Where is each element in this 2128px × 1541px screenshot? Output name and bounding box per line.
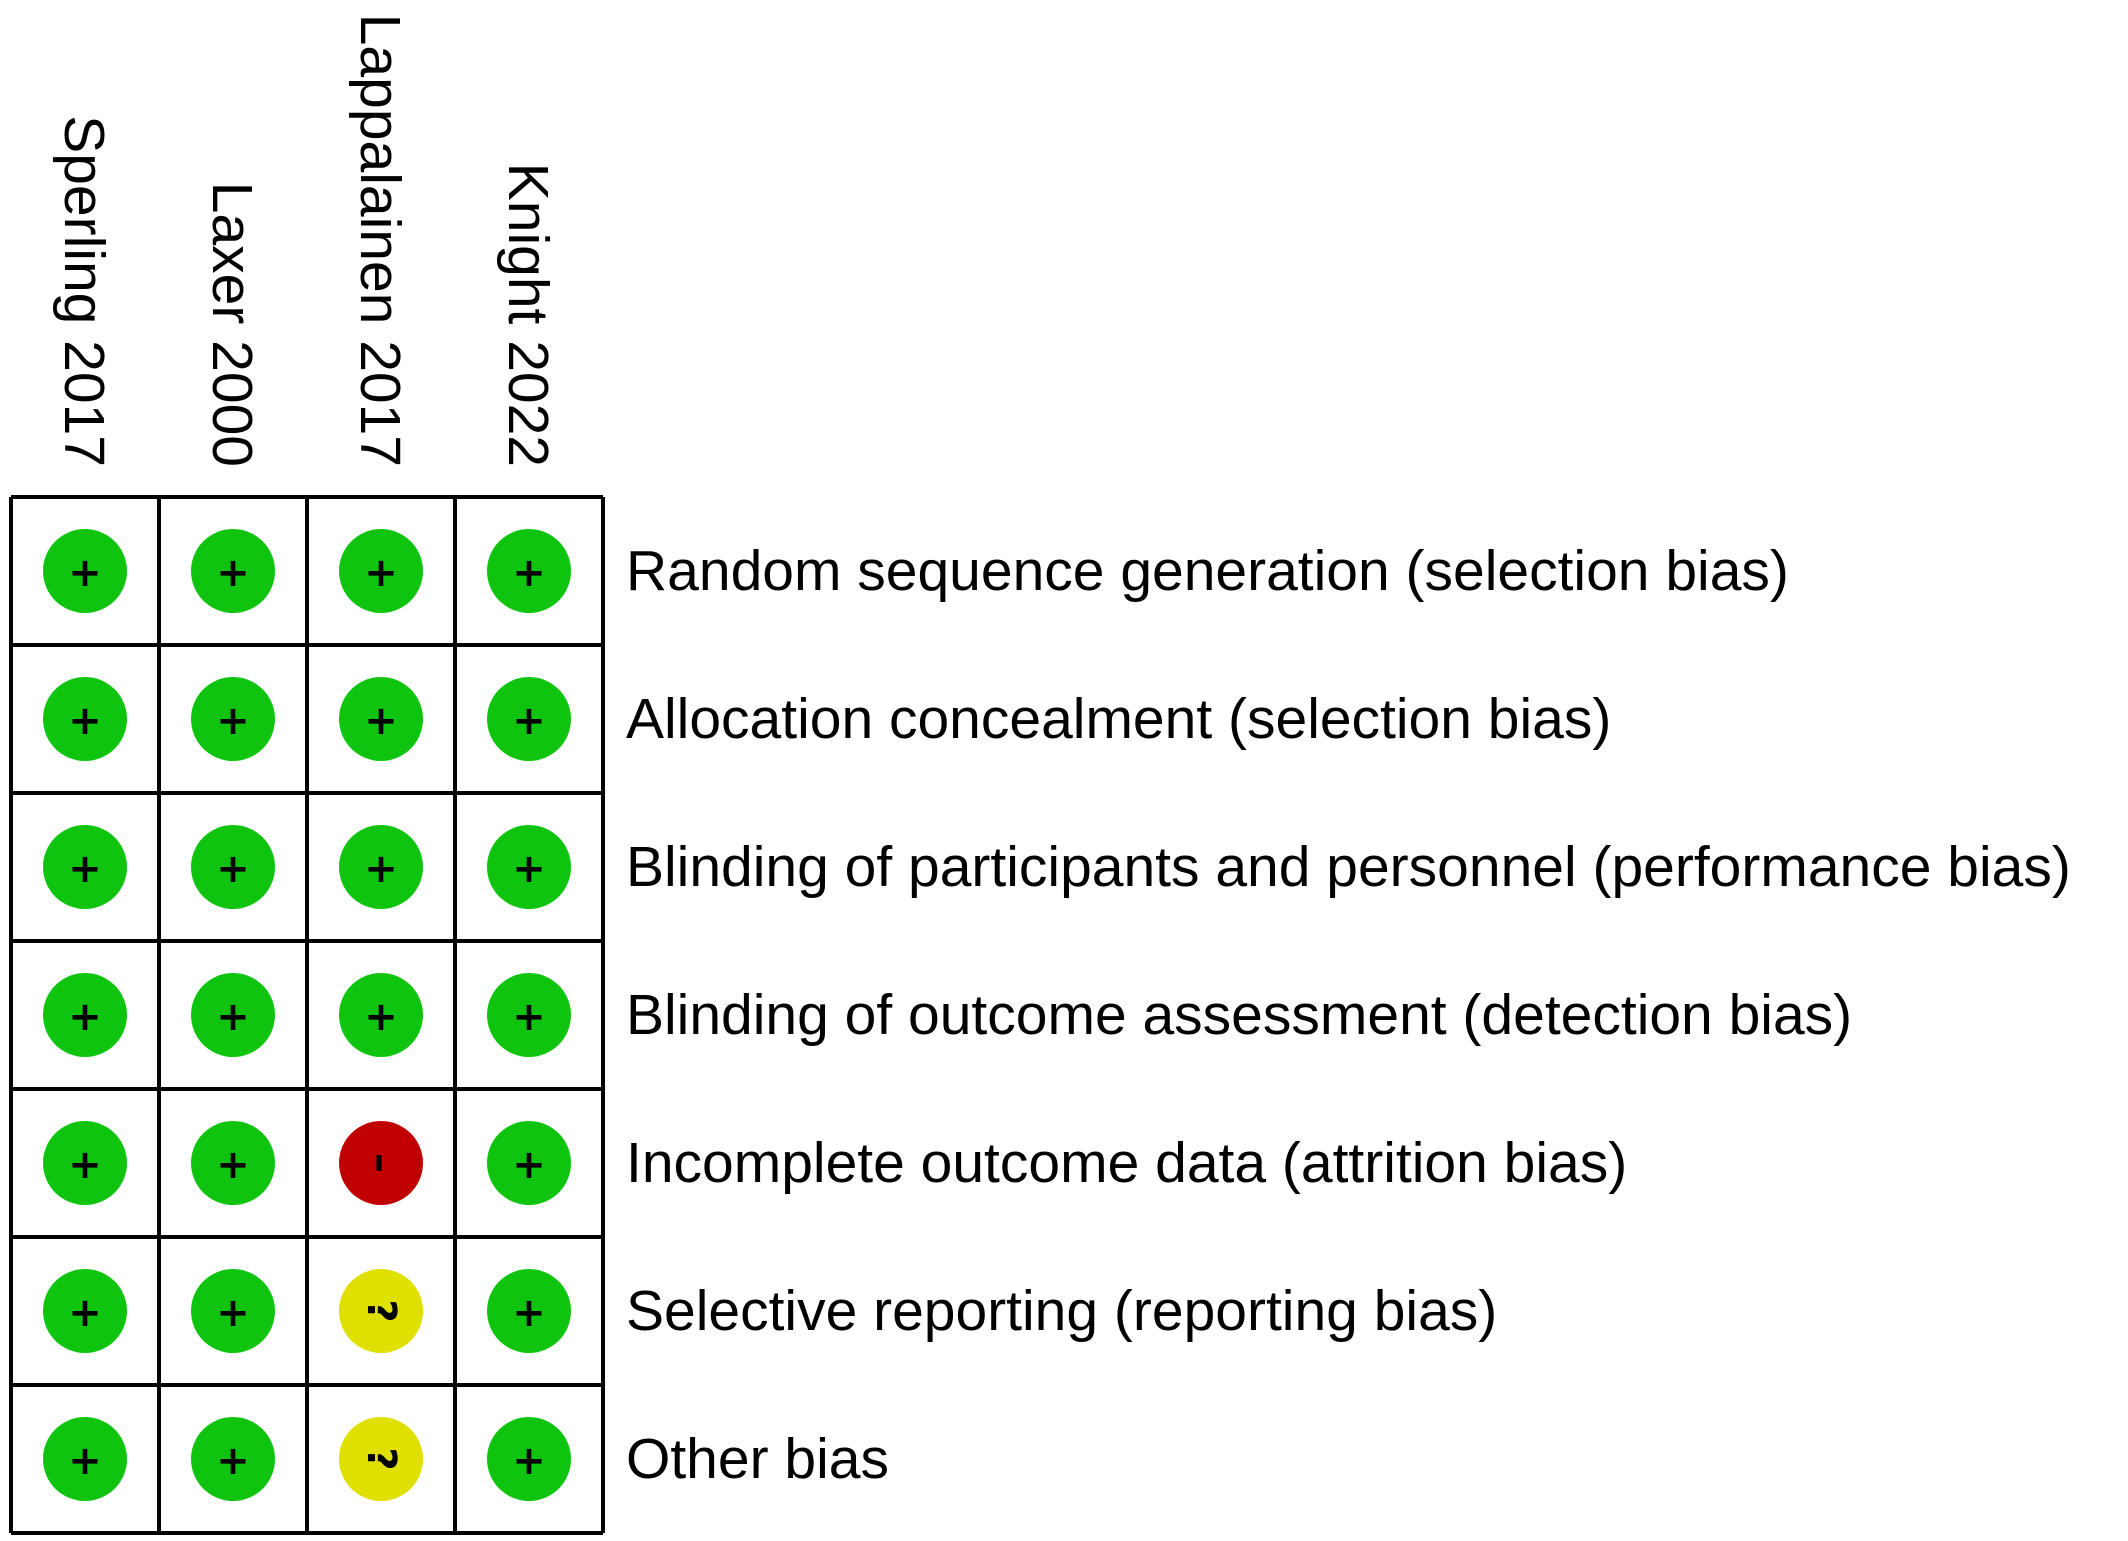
judgement-symbol: + [512, 846, 546, 892]
judgement-symbol: + [364, 550, 398, 596]
judgement-low-dot [339, 529, 423, 613]
judgement-symbol: + [68, 846, 102, 892]
judgement-symbol: + [68, 1142, 102, 1188]
judgement-symbol: + [216, 994, 250, 1040]
judgement-symbol: + [216, 1142, 250, 1188]
judgement-low-dot [191, 677, 275, 761]
judgement-low-dot [191, 1121, 275, 1205]
judgement-symbol: – [358, 1153, 404, 1173]
judgement-low-dot [43, 1417, 127, 1501]
judgement-symbol: + [512, 1290, 546, 1336]
judgement-low-dot [43, 973, 127, 1057]
judgement-symbol: + [68, 994, 102, 1040]
judgement-symbol: + [68, 1438, 102, 1484]
judgement-low-dot [487, 529, 571, 613]
judgement-low-dot [43, 529, 127, 613]
judgement-low-dot [487, 1121, 571, 1205]
judgement-symbol: + [364, 994, 398, 1040]
judgement-low-dot [339, 677, 423, 761]
judgement-symbol: + [512, 1142, 546, 1188]
judgement-low-dot [191, 1417, 275, 1501]
judgement-low-dot [43, 677, 127, 761]
judgement-unclear-dot [339, 1417, 423, 1501]
judgement-low-dot [487, 677, 571, 761]
judgement-symbol: ? [358, 1299, 404, 1322]
judgement-symbol: + [512, 698, 546, 744]
judgement-low-dot [43, 1269, 127, 1353]
judgement-symbol: + [364, 846, 398, 892]
domain-label: Blinding of outcome assessment (detectio… [626, 983, 1852, 1047]
domain-label: Other bias [626, 1427, 889, 1491]
judgement-low-dot [43, 1121, 127, 1205]
study-label: Laxer 2000 [200, 182, 264, 467]
judgement-symbol: + [68, 550, 102, 596]
judgement-low-dot [43, 825, 127, 909]
domain-label: Random sequence generation (selection bi… [626, 539, 1789, 603]
judgement-symbol: ? [358, 1447, 404, 1470]
judgement-symbol: + [68, 1290, 102, 1336]
study-label: Knight 2022 [496, 163, 560, 467]
domain-label: Incomplete outcome data (attrition bias) [626, 1131, 1627, 1195]
judgement-symbol: + [216, 1290, 250, 1336]
judgement-low-dot [339, 973, 423, 1057]
domain-label: Allocation concealment (selection bias) [626, 687, 1611, 751]
judgement-low-dot [191, 1269, 275, 1353]
judgement-low-dot [487, 1417, 571, 1501]
judgement-symbol: + [512, 1438, 546, 1484]
judgement-unclear-dot [339, 1269, 423, 1353]
judgement-low-dot [191, 825, 275, 909]
judgement-symbol: + [216, 1438, 250, 1484]
judgement-high-dot [339, 1121, 423, 1205]
judgement-symbol: + [512, 550, 546, 596]
study-label: Lappalainen 2017 [348, 14, 412, 467]
domain-label: Selective reporting (reporting bias) [626, 1279, 1497, 1343]
judgement-low-dot [487, 825, 571, 909]
judgement-symbol: + [512, 994, 546, 1040]
judgement-symbol: + [364, 698, 398, 744]
judgement-low-dot [487, 1269, 571, 1353]
judgement-symbol: + [216, 698, 250, 744]
judgement-symbol: + [68, 698, 102, 744]
judgement-symbol: + [216, 846, 250, 892]
judgement-low-dot [487, 973, 571, 1057]
judgement-low-dot [339, 825, 423, 909]
judgement-low-dot [191, 973, 275, 1057]
domain-label: Blinding of participants and personnel (… [626, 835, 2071, 899]
judgement-symbol: + [216, 550, 250, 596]
study-label: Sperling 2017 [52, 115, 116, 467]
judgement-low-dot [191, 529, 275, 613]
